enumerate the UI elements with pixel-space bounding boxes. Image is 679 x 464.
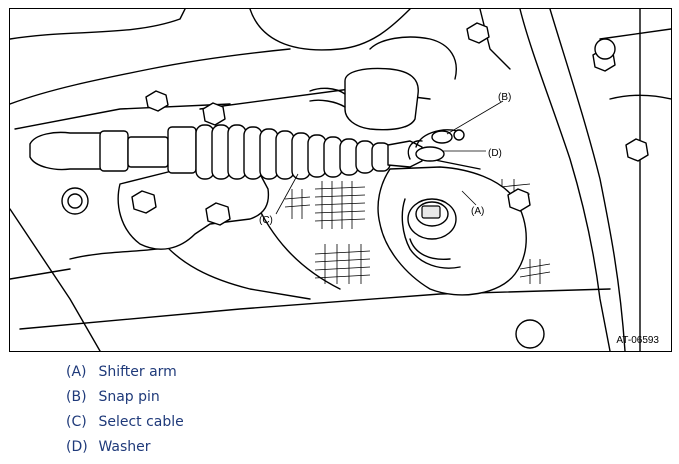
illustration-figure: (B) (D) (A) (C) AT-06593 <box>9 8 672 352</box>
parts-legend: (A) Shifter arm (B) Snap pin (C) Select … <box>66 360 184 460</box>
legend-label: Snap pin <box>98 389 160 405</box>
legend-key: (C) <box>66 414 87 430</box>
legend-item-washer: (D) Washer <box>66 435 184 460</box>
callout-b: (B) <box>498 92 511 103</box>
legend-item-shifter-arm: (A) Shifter arm <box>66 360 184 385</box>
transmission-line-drawing: (B) (D) (A) (C) <box>10 9 671 351</box>
figure-id: AT-06593 <box>616 335 659 346</box>
legend-key: (A) <box>66 364 87 380</box>
legend-key: (B) <box>66 389 87 405</box>
callout-a: (A) <box>471 206 484 217</box>
legend-key: (D) <box>66 439 88 455</box>
legend-item-select-cable: (C) Select cable <box>66 410 184 435</box>
callout-c: (C) <box>259 215 273 226</box>
bolt-icon <box>131 22 649 226</box>
legend-label: Washer <box>98 439 151 455</box>
legend-label: Shifter arm <box>98 364 177 380</box>
legend-label: Select cable <box>98 414 184 430</box>
legend-item-snap-pin: (B) Snap pin <box>66 385 184 410</box>
callout-d: (D) <box>488 148 502 159</box>
